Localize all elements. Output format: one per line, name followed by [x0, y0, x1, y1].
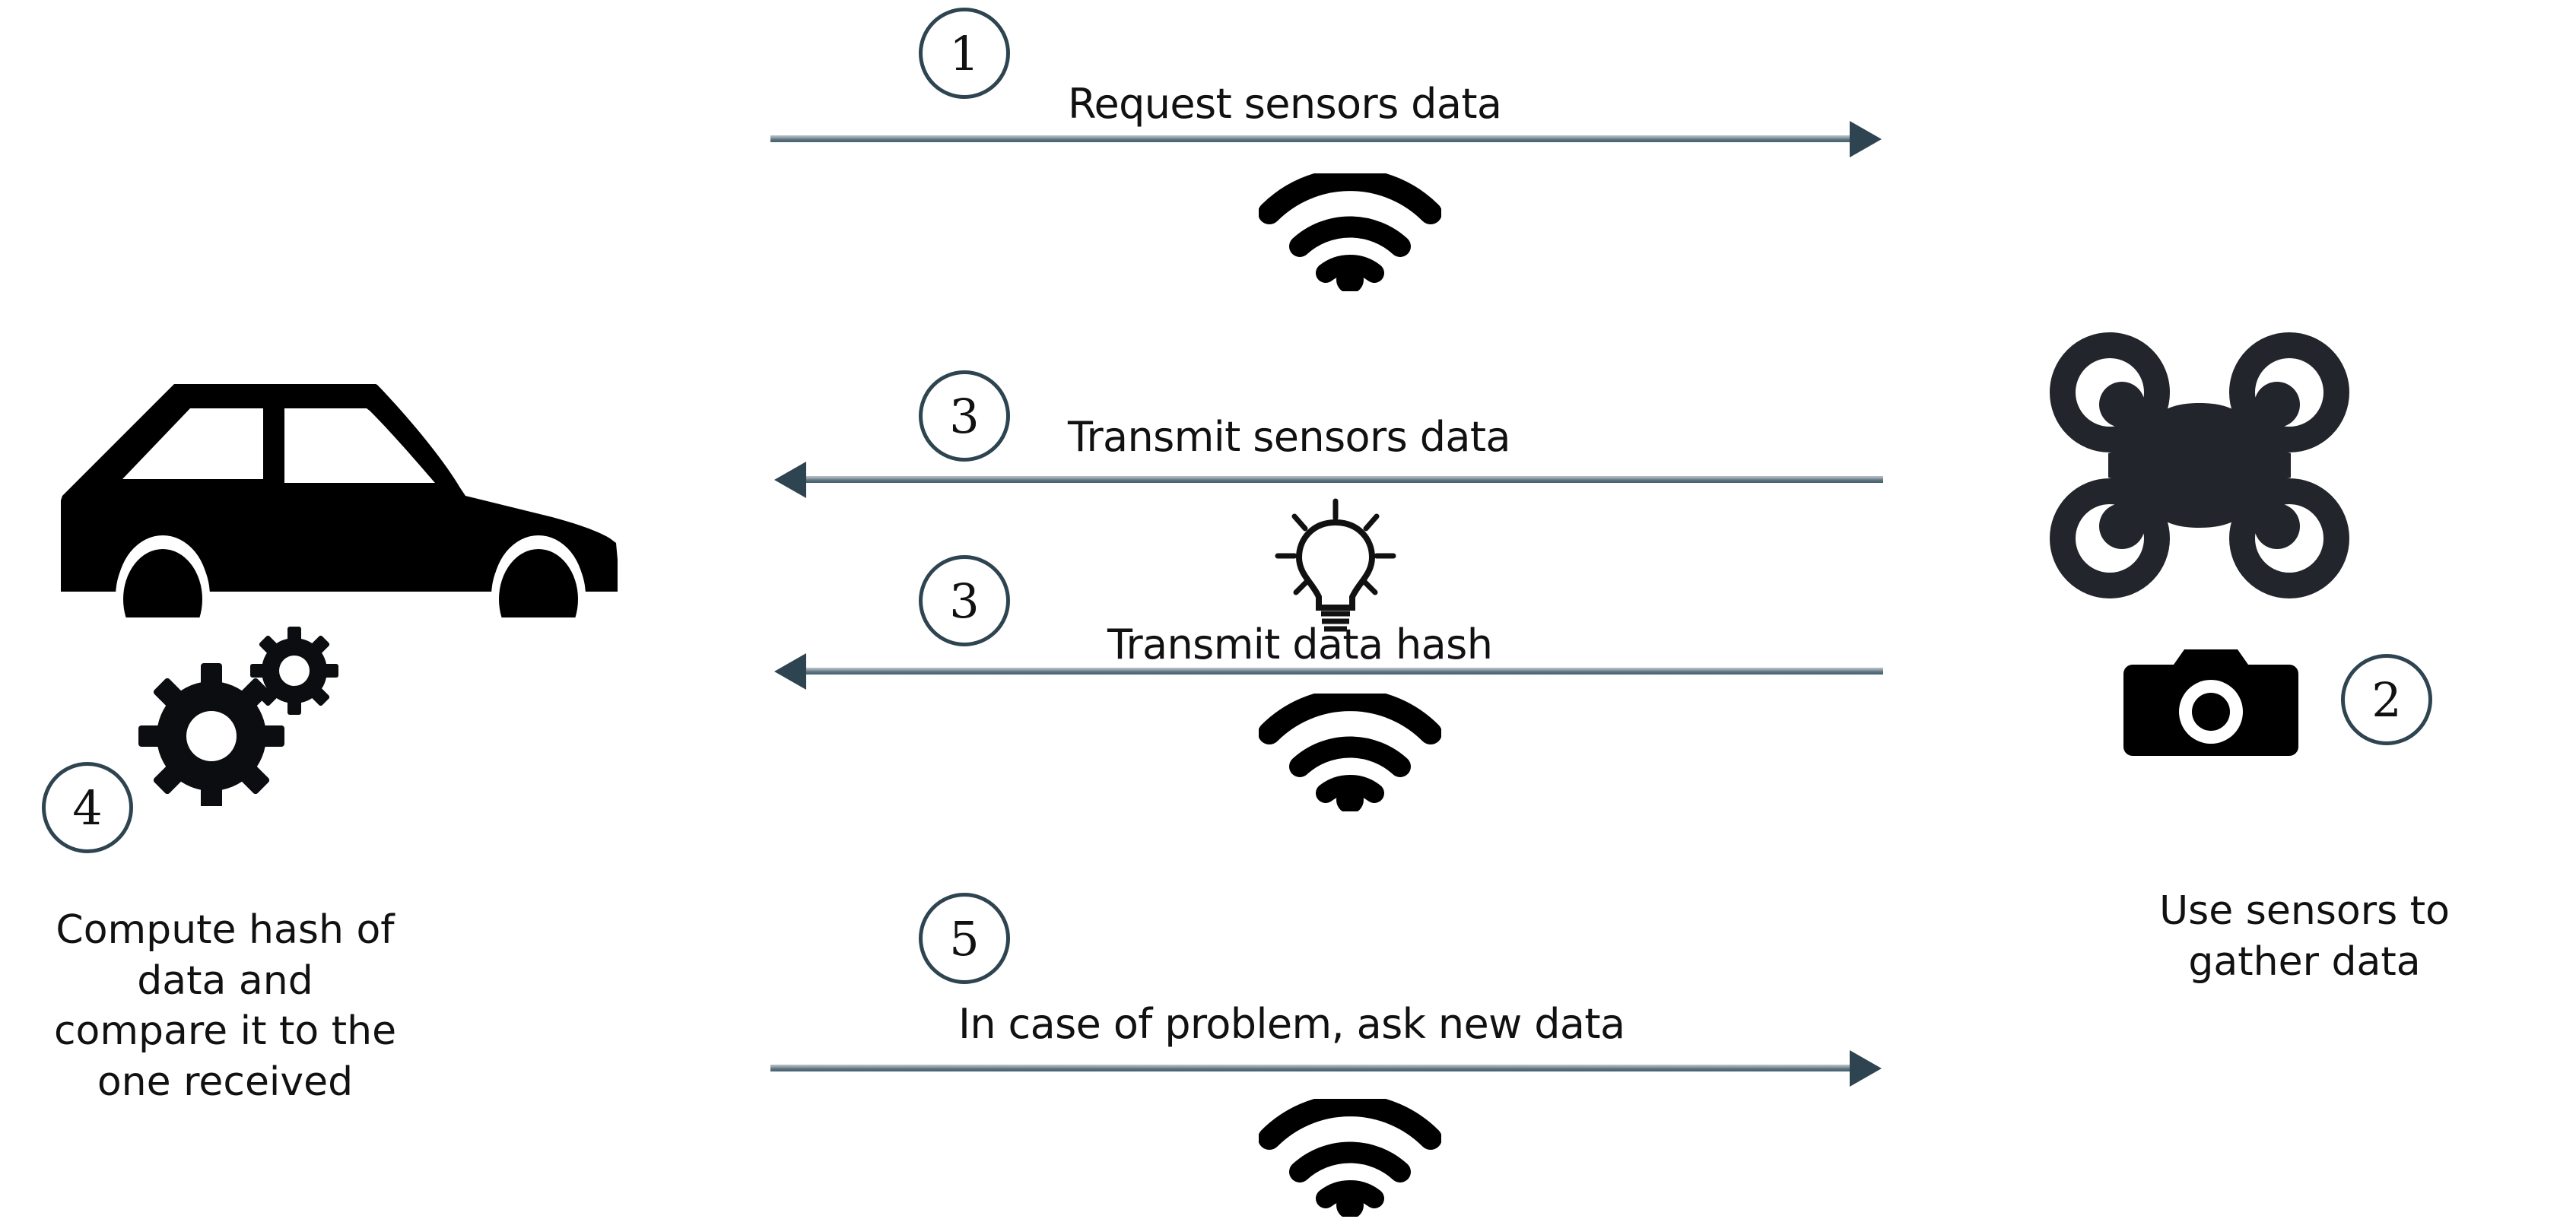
message-arrow-line-2: [805, 476, 1883, 483]
step-badge-3a-label: 3: [949, 388, 980, 444]
step-badge-5: 5: [919, 893, 1010, 984]
car-icon: [20, 351, 636, 654]
step-badge-3b: 3: [919, 555, 1010, 646]
step-badge-4: 4: [42, 762, 133, 853]
car-caption-line-4: one received: [97, 1059, 354, 1105]
message-arrow-head-2: [774, 462, 806, 498]
step-badge-2: 2: [2341, 654, 2432, 745]
message-arrow-line-1: [770, 135, 1858, 142]
message-arrow-head-1: [1850, 121, 1882, 157]
step-badge-3a: 3: [919, 370, 1010, 462]
step-badge-1: 1: [919, 8, 1010, 99]
gears-icon: [135, 624, 348, 809]
message-label-1: Request sensors data: [1068, 80, 1502, 128]
drone-icon: [2040, 329, 2359, 602]
camera-icon: [2116, 645, 2306, 759]
car-caption: Compute hash of data and compare it to t…: [0, 905, 461, 1107]
drone-caption-line-1: Use sensors to: [2159, 888, 2450, 934]
drone-caption: Use sensors to gather data: [2069, 886, 2540, 987]
car-caption-line-3: compare it to the: [53, 1008, 397, 1055]
step-badge-2-label: 2: [2371, 671, 2402, 728]
message-arrow-line-4: [770, 1065, 1858, 1071]
wifi-icon: [1258, 1094, 1442, 1219]
message-label-4: In case of problem, ask new data: [958, 1000, 1625, 1048]
message-label-3: Transmit data hash: [1107, 621, 1493, 668]
car-caption-line-2: data and: [137, 957, 313, 1004]
message-label-2: Transmit sensors data: [1068, 413, 1511, 461]
step-badge-4-label: 4: [72, 779, 103, 836]
drone-caption-line-2: gather data: [2188, 938, 2421, 985]
step-badge-3b-label: 3: [949, 573, 980, 629]
message-arrow-line-3: [805, 668, 1883, 675]
lightbulb-icon: [1261, 498, 1410, 635]
step-badge-5-label: 5: [949, 910, 980, 967]
step-badge-1-label: 1: [949, 25, 980, 81]
wifi-icon: [1258, 688, 1442, 814]
message-arrow-head-3: [774, 653, 806, 690]
message-arrow-head-4: [1850, 1050, 1882, 1087]
car-caption-line-1: Compute hash of: [56, 907, 395, 953]
wifi-icon: [1258, 168, 1442, 294]
